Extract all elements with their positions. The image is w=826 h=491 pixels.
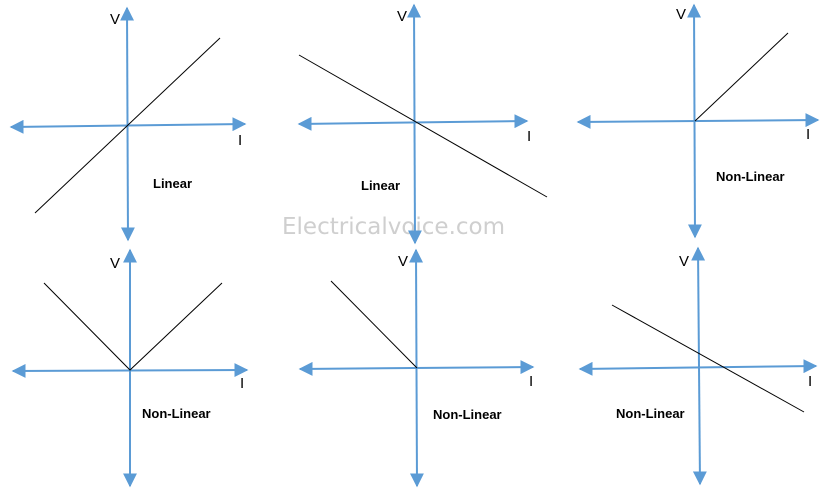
y-axis-label: V: [110, 11, 120, 28]
graph-caption: Linear: [153, 176, 192, 191]
y-axis: [120, 6, 135, 242]
characteristic-line: [694, 32, 789, 122]
watermark-text: Electricalvoice.com: [282, 214, 505, 240]
x-axis-label: I: [529, 373, 533, 390]
x-axis-label: I: [808, 373, 812, 390]
graph-caption: Non-Linear: [433, 407, 502, 422]
graph-caption: Non-Linear: [616, 406, 685, 421]
x-axis: [297, 114, 529, 131]
x-axis: [576, 113, 820, 129]
graph-nonlinear-3: V I Non-Linear: [576, 3, 820, 239]
graph-linear-2: V I Linear: [297, 3, 548, 245]
y-axis: [691, 246, 707, 486]
y-axis-label: V: [676, 6, 686, 23]
characteristic-line: [43, 282, 223, 371]
x-axis-label: I: [806, 126, 810, 143]
graph-nonlinear-4: V I Non-Linear: [11, 248, 249, 488]
characteristic-line: [298, 54, 548, 198]
graph-linear-1: V I Linear: [9, 6, 247, 242]
x-axis-label: I: [240, 375, 244, 392]
graph-caption: Non-Linear: [716, 169, 785, 184]
y-axis-label: V: [397, 8, 407, 25]
graph-nonlinear-5: V I Non-Linear: [298, 248, 535, 488]
y-axis: [407, 3, 422, 245]
graph-caption: Linear: [361, 178, 400, 193]
characteristic-line: [611, 304, 805, 413]
graph-caption: Non-Linear: [142, 406, 211, 421]
graph-nonlinear-6: V I Non-Linear: [578, 246, 818, 486]
y-axis-label: V: [679, 253, 689, 270]
characteristic-line: [330, 280, 418, 369]
y-axis-label: V: [398, 253, 408, 270]
x-axis-label: I: [527, 128, 531, 145]
x-axis: [578, 359, 818, 376]
y-axis-label: V: [110, 255, 120, 272]
characteristic-line: [34, 37, 221, 214]
x-axis-label: I: [238, 132, 242, 149]
